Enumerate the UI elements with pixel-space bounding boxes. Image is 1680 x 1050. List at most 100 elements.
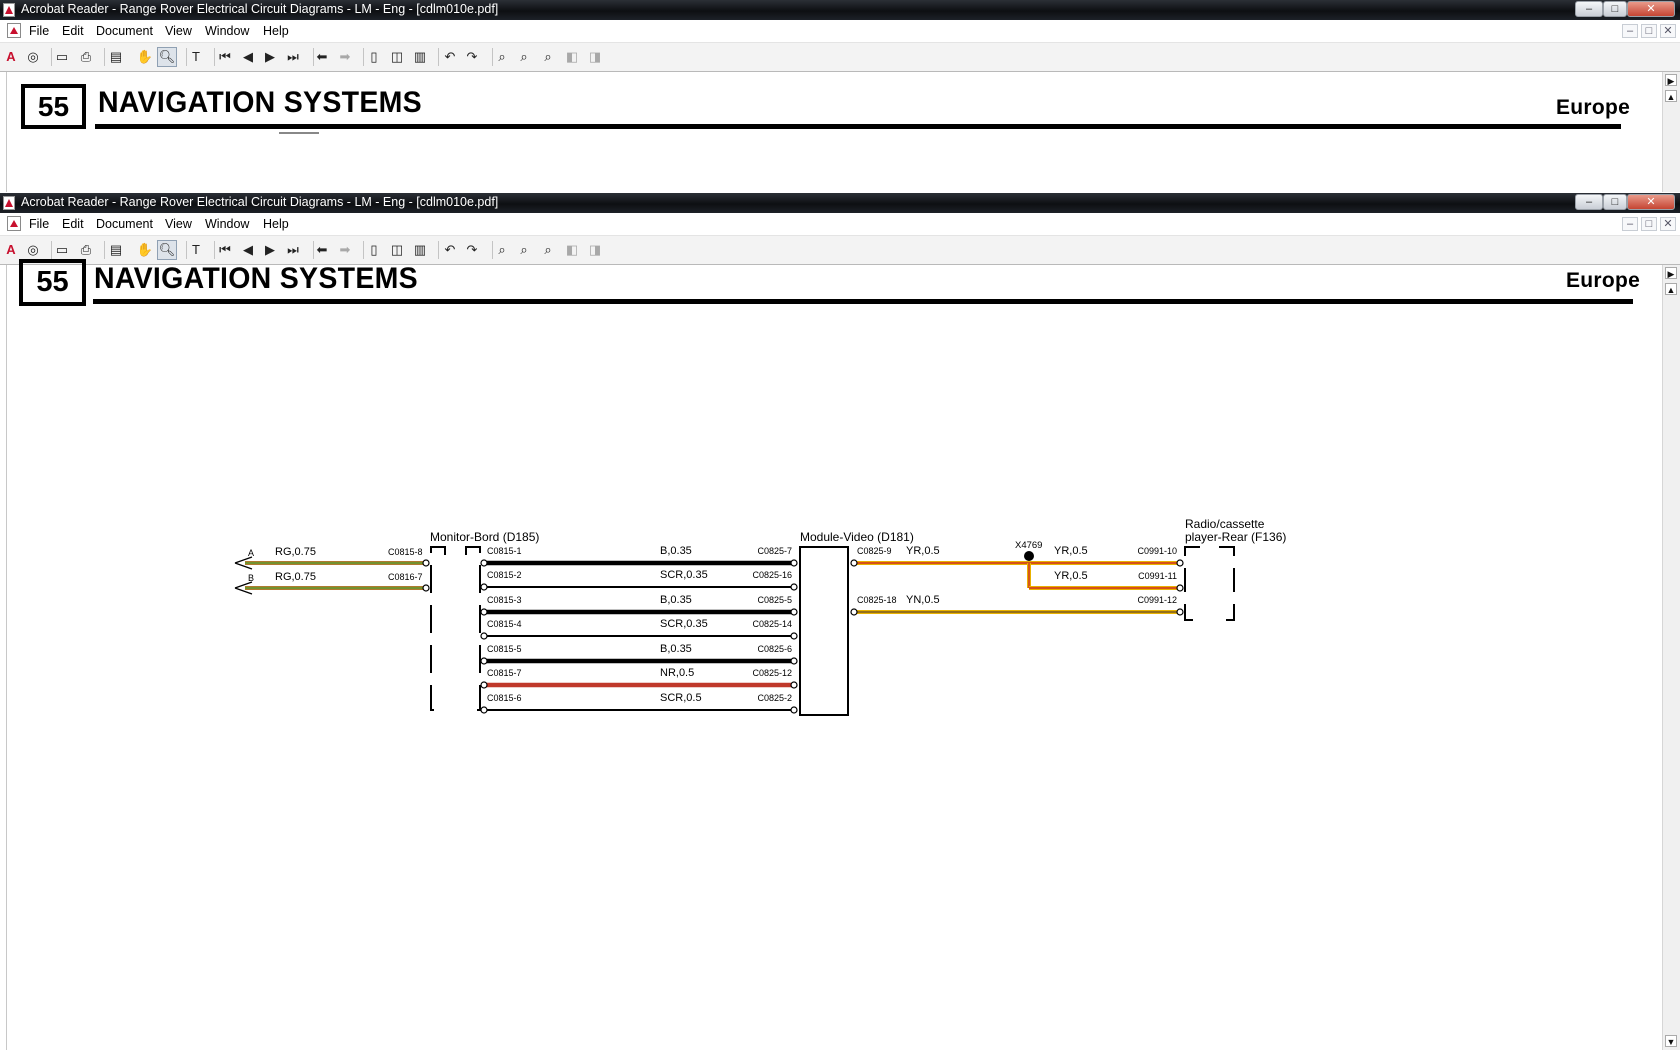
menu-edit[interactable]: Edit bbox=[62, 24, 84, 38]
print-icon[interactable]: ⎙ bbox=[80, 242, 92, 257]
document-menu-icon[interactable] bbox=[7, 23, 21, 38]
actual-size-icon[interactable]: ▯ bbox=[370, 49, 378, 64]
pin-label: C0815-2 bbox=[487, 570, 522, 580]
acrobat-logo-icon[interactable]: A bbox=[6, 49, 16, 64]
splice-label: X4769 bbox=[1015, 540, 1042, 551]
text-select-icon[interactable]: T bbox=[192, 49, 200, 64]
front-vertical-scrollbar[interactable]: ▶ ▲ ▼ bbox=[1662, 265, 1680, 1050]
restore-icon[interactable]: □ bbox=[1603, 1, 1627, 17]
prev-highlight-icon[interactable]: ◧ bbox=[565, 49, 579, 64]
doc-minimize-icon[interactable]: – bbox=[1622, 24, 1638, 38]
zoom-icon[interactable]: 🔍︎ bbox=[157, 240, 177, 260]
front-window-titlebar[interactable]: Acrobat Reader - Range Rover Electrical … bbox=[0, 193, 1680, 213]
acrobat-app-icon bbox=[3, 196, 15, 210]
go-forward-icon[interactable]: ➡ bbox=[339, 49, 351, 64]
doc-restore-icon[interactable]: □ bbox=[1641, 217, 1657, 231]
pin-terminal bbox=[480, 608, 488, 616]
minimize-icon[interactable]: – bbox=[1575, 1, 1603, 17]
scroll-up-arrow-icon[interactable]: ▲ bbox=[1665, 90, 1677, 102]
pin-label: C0816-7 bbox=[388, 572, 423, 582]
pin-terminal bbox=[422, 559, 430, 567]
prev-highlight-icon[interactable]: ◧ bbox=[565, 242, 579, 257]
fit-width-icon[interactable]: ▥ bbox=[413, 242, 427, 257]
text-select-icon[interactable]: T bbox=[192, 242, 200, 257]
first-page-icon[interactable]: ⏮ bbox=[219, 49, 231, 64]
search-icon[interactable]: ⌕ bbox=[520, 49, 528, 64]
rotate-left-icon[interactable]: ↶ bbox=[444, 49, 456, 64]
hand-icon[interactable]: ✋ bbox=[136, 49, 154, 64]
scroll-down-arrow-icon[interactable]: ▼ bbox=[1665, 1035, 1677, 1047]
toolbar-separator bbox=[214, 48, 215, 66]
go-back-icon[interactable]: ⬅ bbox=[316, 242, 328, 257]
arrow-icon bbox=[234, 581, 253, 595]
search-results-icon[interactable]: ⌕ bbox=[544, 49, 552, 64]
doc-close-icon[interactable]: ✕ bbox=[1660, 217, 1676, 231]
go-forward-icon[interactable]: ➡ bbox=[339, 242, 351, 257]
minimize-icon[interactable]: – bbox=[1575, 194, 1603, 210]
next-page-icon[interactable]: ▶ bbox=[265, 49, 275, 64]
prev-page-icon[interactable]: ◀ bbox=[243, 49, 253, 64]
toolbar-separator bbox=[363, 48, 364, 66]
close-icon[interactable]: ✕ bbox=[1627, 1, 1675, 17]
open-icon[interactable]: ▭ bbox=[55, 49, 69, 64]
menu-file[interactable]: File bbox=[29, 217, 50, 231]
menu-view[interactable]: View bbox=[165, 24, 192, 38]
document-menu-icon[interactable] bbox=[7, 216, 21, 231]
scroll-up-arrow-icon[interactable]: ▲ bbox=[1665, 283, 1677, 295]
acrobat-logo-icon[interactable]: A bbox=[6, 242, 16, 257]
next-page-icon[interactable]: ▶ bbox=[265, 242, 275, 257]
doc-close-icon[interactable]: ✕ bbox=[1660, 24, 1676, 38]
menu-document[interactable]: Document bbox=[96, 217, 153, 231]
menu-document[interactable]: Document bbox=[96, 24, 153, 38]
open-icon[interactable]: ▭ bbox=[55, 242, 69, 257]
back-window-titlebar[interactable]: Acrobat Reader - Range Rover Electrical … bbox=[0, 0, 1680, 20]
rotate-right-icon[interactable]: ↷ bbox=[466, 49, 478, 64]
front-document-view: 55 NAVIGATION SYSTEMS Europe Monitor-Bor… bbox=[0, 259, 1680, 1050]
toolbar-separator bbox=[186, 241, 187, 259]
menu-view[interactable]: View bbox=[165, 217, 192, 231]
scroll-right-arrow-icon[interactable]: ▶ bbox=[1665, 267, 1677, 279]
actual-size-icon[interactable]: ▯ bbox=[370, 242, 378, 257]
zoom-icon[interactable]: 🔍︎ bbox=[157, 47, 177, 67]
last-page-icon[interactable]: ⏭ bbox=[287, 242, 299, 257]
wire-label: YN,0.5 bbox=[906, 594, 940, 606]
rotate-right-icon[interactable]: ↷ bbox=[466, 242, 478, 257]
scroll-right-arrow-icon[interactable]: ▶ bbox=[1665, 74, 1677, 86]
print-icon[interactable]: ⎙ bbox=[80, 49, 92, 64]
navigation-pane-edge[interactable] bbox=[0, 72, 7, 192]
web-icon[interactable]: ◎ bbox=[27, 242, 39, 257]
next-highlight-icon[interactable]: ◨ bbox=[588, 49, 602, 64]
fit-page-icon[interactable]: ◫ bbox=[390, 49, 404, 64]
fit-page-icon[interactable]: ◫ bbox=[390, 242, 404, 257]
find-icon[interactable]: ⌕ bbox=[498, 242, 506, 257]
fit-width-icon[interactable]: ▥ bbox=[413, 49, 427, 64]
prev-page-icon[interactable]: ◀ bbox=[243, 242, 253, 257]
menu-window[interactable]: Window bbox=[205, 24, 250, 38]
menu-window[interactable]: Window bbox=[205, 217, 250, 231]
menu-file[interactable]: File bbox=[29, 24, 50, 38]
next-highlight-icon[interactable]: ◨ bbox=[588, 242, 602, 257]
last-page-icon[interactable]: ⏭ bbox=[287, 49, 299, 64]
rotate-left-icon[interactable]: ↶ bbox=[444, 242, 456, 257]
menu-help[interactable]: Help bbox=[263, 24, 289, 38]
doc-restore-icon[interactable]: □ bbox=[1641, 24, 1657, 38]
go-back-icon[interactable]: ⬅ bbox=[316, 49, 328, 64]
hand-icon[interactable]: ✋ bbox=[136, 242, 154, 257]
menu-help[interactable]: Help bbox=[263, 217, 289, 231]
bookmarks-icon[interactable]: ▤ bbox=[109, 49, 123, 64]
search-icon[interactable]: ⌕ bbox=[520, 242, 528, 257]
first-page-icon[interactable]: ⏮ bbox=[219, 242, 231, 257]
restore-icon[interactable]: □ bbox=[1603, 194, 1627, 210]
close-icon[interactable]: ✕ bbox=[1627, 194, 1675, 210]
navigation-pane-edge[interactable] bbox=[0, 265, 7, 1050]
pin-label: C0991-11 bbox=[1138, 571, 1177, 581]
toolbar-separator bbox=[438, 241, 439, 259]
back-vertical-scrollbar[interactable]: ▶ ▲ bbox=[1662, 72, 1680, 192]
search-results-icon[interactable]: ⌕ bbox=[544, 242, 552, 257]
find-icon[interactable]: ⌕ bbox=[498, 49, 506, 64]
web-icon[interactable]: ◎ bbox=[27, 49, 39, 64]
menu-edit[interactable]: Edit bbox=[62, 217, 84, 231]
pin-terminal bbox=[790, 681, 798, 689]
bookmarks-icon[interactable]: ▤ bbox=[109, 242, 123, 257]
doc-minimize-icon[interactable]: – bbox=[1622, 217, 1638, 231]
